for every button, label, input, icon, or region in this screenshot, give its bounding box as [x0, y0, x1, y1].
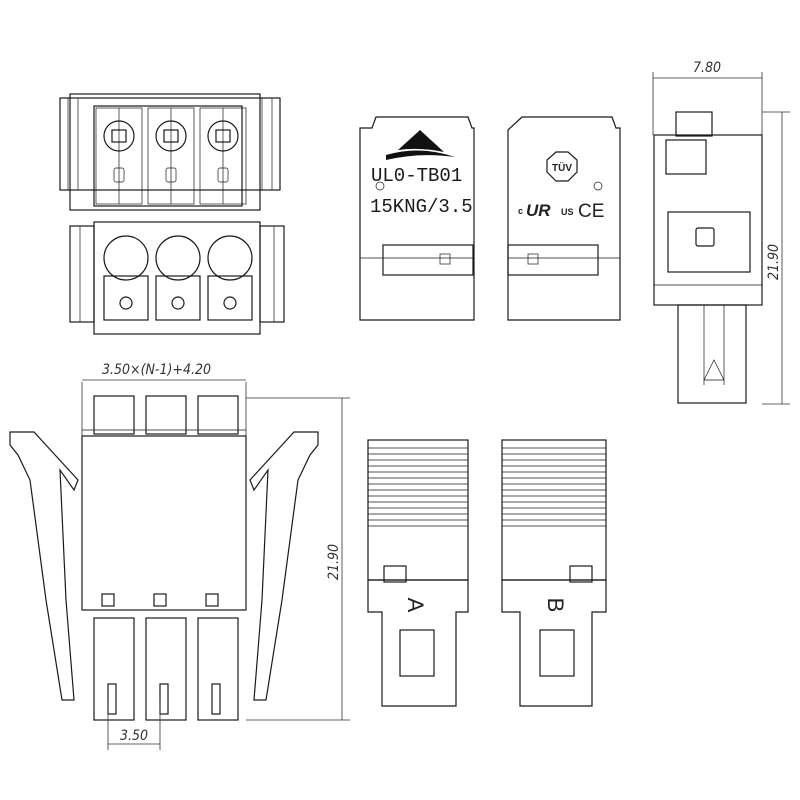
release-block [207, 275, 253, 321]
pin-window [205, 593, 219, 607]
pitch-dimension: 3.50 [120, 728, 148, 744]
tuv-mark-text: TÜV [552, 161, 572, 174]
side-b-label: B [543, 598, 568, 613]
pin-window [153, 593, 167, 607]
main-front-view: 3.50×(N-1)+4.20 21.90 3.50 [9, 362, 350, 750]
face-view-b: B [501, 439, 607, 707]
wire-entry [103, 235, 149, 281]
front-view-upper [69, 221, 285, 335]
left-latch [9, 431, 79, 701]
ul-c-text: c [518, 206, 523, 216]
face-view-a: A [367, 439, 469, 707]
label-face-a: UL0-TB01 15KNG/3.5 [359, 116, 475, 321]
pin-leg [197, 617, 239, 721]
pin-leg [93, 617, 135, 721]
wire-entry [207, 235, 253, 281]
pitch-formula-dimension: 3.50×(N-1)+4.20 [102, 362, 211, 378]
ce-mark-icon: CE [578, 201, 604, 222]
pin-top [93, 395, 135, 435]
side-height-dimension: 21.90 [766, 244, 782, 280]
part-number-label: UL0-TB01 [371, 165, 462, 187]
side-view: 7.80 21.90 [652, 60, 790, 405]
right-latch [249, 431, 319, 701]
width-dimension: 7.80 [693, 60, 721, 76]
pin-leg [145, 617, 187, 721]
label-face-b: TÜV c UR US CE [507, 116, 621, 321]
brand-logo-icon [398, 130, 444, 152]
pin-window [101, 593, 115, 607]
release-block [103, 275, 149, 321]
front-height-dimension: 21.90 [326, 544, 342, 580]
pin-top [197, 395, 239, 435]
release-block [155, 275, 201, 321]
wire-entry [155, 235, 201, 281]
ul-mark-icon: UR [526, 201, 551, 220]
pin-top [145, 395, 187, 435]
ul-us-text: US [561, 207, 574, 217]
top-view [59, 93, 281, 211]
tuv-mark-icon [546, 151, 578, 182]
rating-label: 15KNG/3.5 [370, 196, 473, 218]
side-a-label: A [403, 598, 428, 613]
